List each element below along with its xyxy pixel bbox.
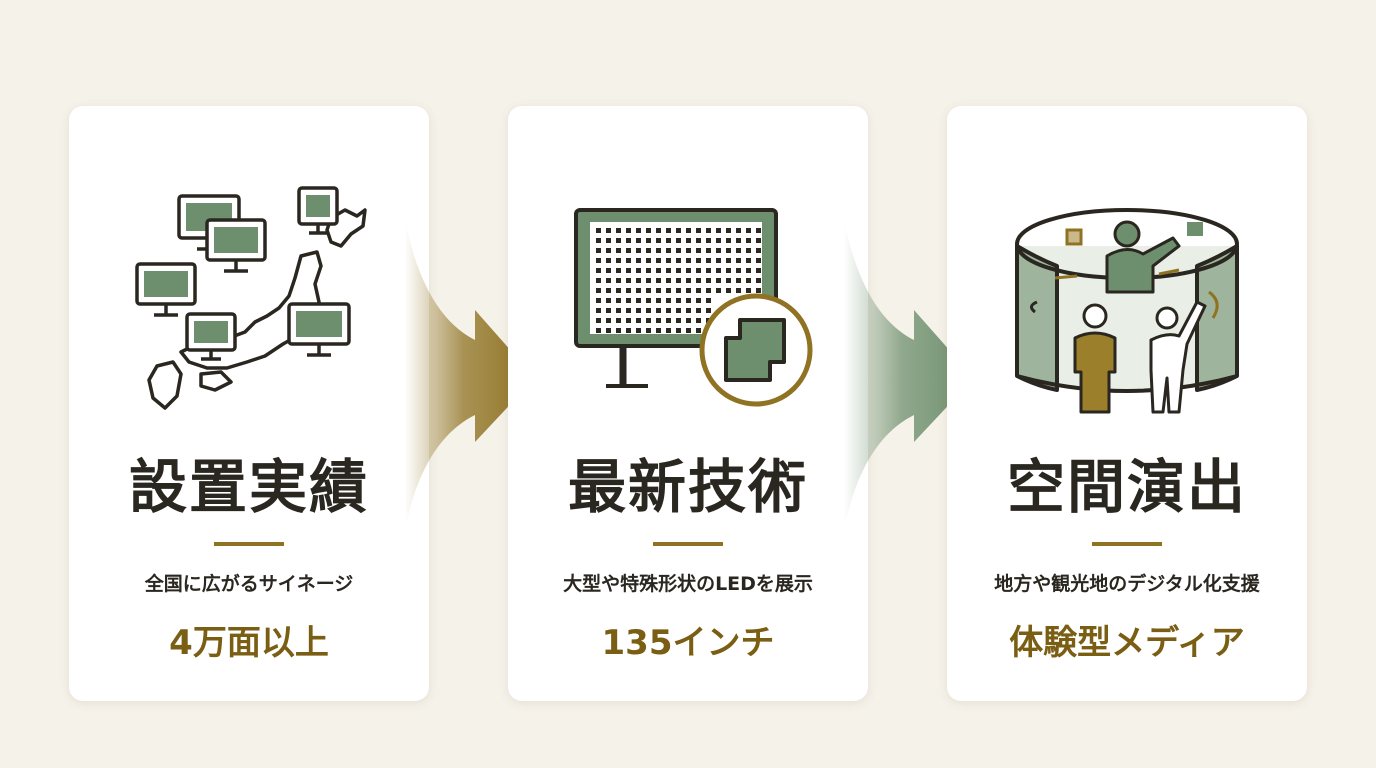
led-display-icon (574, 208, 813, 407)
monitor-icon (135, 262, 197, 317)
card-technology: 最新技術 大型や特殊形状のLEDを展示 135インチ (508, 106, 868, 701)
monitor-icon (205, 218, 267, 273)
card-title: 空間演出 (1006, 453, 1247, 521)
monitor-icon (177, 194, 241, 251)
card-subtitle: 全国に広がるサイネージ (144, 573, 354, 595)
title-divider (1092, 542, 1162, 546)
card-spatial: 空間演出 地方や観光地のデジタル化支援 体験型メディア (947, 106, 1307, 701)
card-installations: 設置実績 全国に広がるサイネージ 4万面以上 (69, 106, 429, 701)
monitor-icon (297, 186, 339, 235)
card-stat: 体験型メディア (1009, 623, 1245, 663)
title-divider (653, 542, 723, 546)
card-title: 設置実績 (128, 453, 369, 521)
arrow-right-icon (405, 220, 535, 530)
card-subtitle: 地方や観光地のデジタル化支援 (994, 573, 1260, 595)
monitor-icon (287, 302, 351, 357)
card-stat: 4万面以上 (169, 623, 329, 663)
monitor-icon (185, 312, 237, 361)
arrow-right-icon (844, 220, 974, 530)
immersive-room-icon (1015, 208, 1239, 414)
card-title: 最新技術 (567, 453, 808, 521)
japan-map-signage-icon (135, 186, 367, 410)
card-subtitle: 大型や特殊形状のLEDを展示 (563, 573, 813, 595)
card-stat: 135インチ (601, 623, 775, 663)
title-divider (214, 542, 284, 546)
